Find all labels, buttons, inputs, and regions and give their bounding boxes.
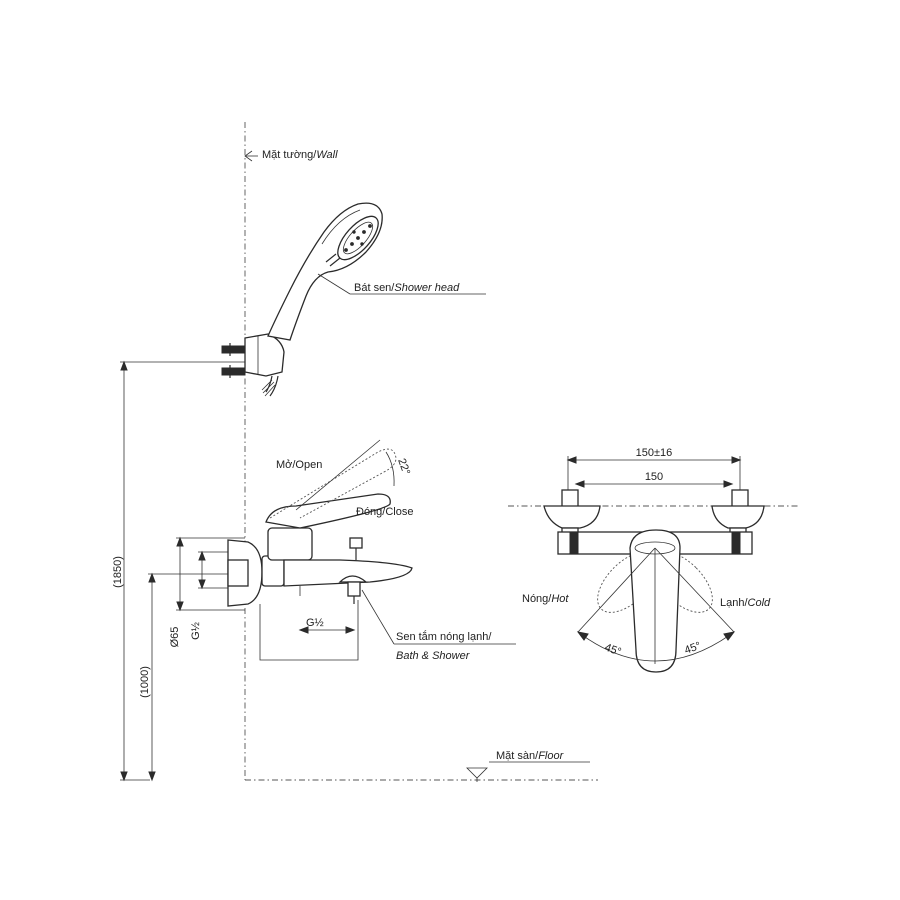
wall-bracket: [221, 333, 285, 378]
rotation-arc: [576, 547, 736, 664]
dimension-g-half-bottom-text: G½: [306, 617, 324, 629]
open-label: Mở/Open: [276, 459, 322, 471]
dimension-1850: [120, 360, 245, 782]
dimension-diameter-text: Ø65: [169, 627, 181, 648]
center-distance-text: 150: [645, 471, 663, 483]
shower-head-graphic: [267, 202, 383, 341]
bath-shower-label-en: Bath & Shower: [396, 650, 471, 662]
dimension-g-half-vertical-text: G½: [190, 622, 202, 640]
center-distance-dimension-outer: [566, 456, 742, 492]
open-angle-arc: [295, 439, 395, 511]
wall-arrow-icon: [244, 150, 258, 162]
dimension-g-half-vertical: [198, 550, 230, 590]
center-distance-range-text: 150±16: [636, 447, 673, 459]
shower-hose: [261, 375, 279, 397]
center-distance-dimension-inner: [574, 480, 734, 488]
wall-label: Mặt tường/Wall: [262, 149, 338, 161]
floor-label: Mặt sàn/Floor: [496, 750, 565, 762]
cold-label: Lạnh/Cold: [720, 597, 771, 609]
dimension-g-half-bottom: [298, 626, 356, 634]
bath-shower-label-vi: Sen tắm nóng lạnh/: [396, 630, 492, 643]
angle-45-left-text: 45°: [603, 642, 623, 659]
angle-45-right-text: 45°: [683, 640, 703, 657]
shower-head-label: Bát sen/Shower head: [354, 282, 460, 294]
dimension-diameter: [176, 536, 245, 612]
dimension-1000: [148, 572, 230, 782]
close-label: Đóng/Close: [356, 506, 413, 518]
dimension-1850-text: (1850): [112, 556, 124, 588]
bath-shower-leader: [361, 589, 395, 645]
hot-label: Nóng/Hot: [522, 593, 569, 605]
mixer-front-view: [543, 489, 765, 673]
open-angle-text: 22°: [395, 457, 412, 477]
floor-symbol-icon: [466, 761, 590, 782]
mixer-side-view: [227, 448, 413, 661]
shower-head-leader: [317, 273, 351, 295]
dimension-1000-text: (1000): [139, 666, 151, 698]
